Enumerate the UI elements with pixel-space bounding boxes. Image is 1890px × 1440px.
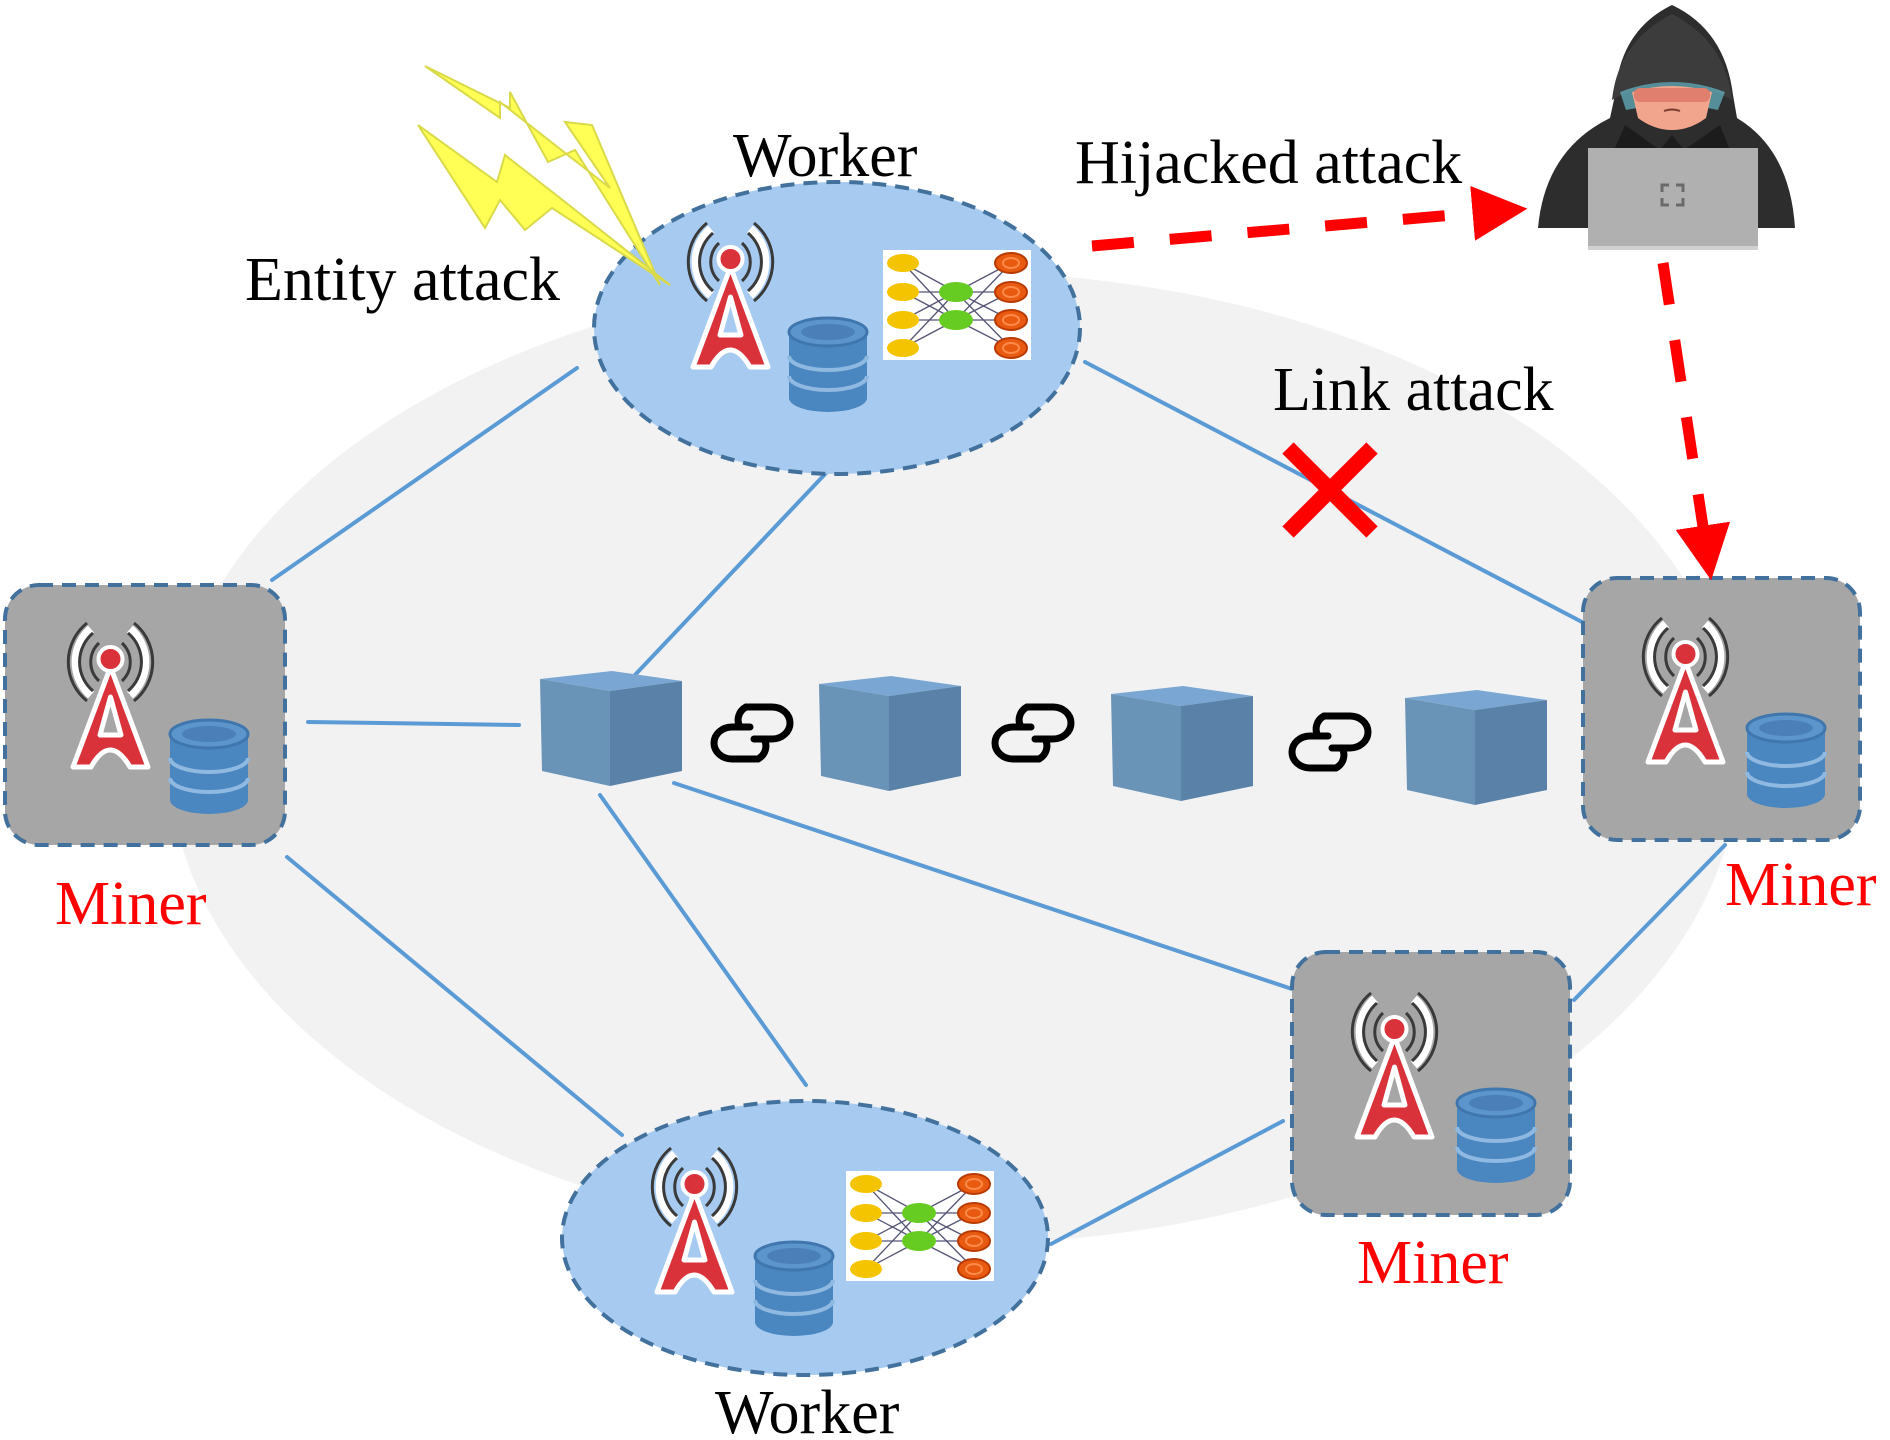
block-3[interactable] [1111, 686, 1253, 801]
entity-attack-label: Entity attack [245, 246, 560, 314]
database-icon [753, 1240, 835, 1338]
miner-right-label: Miner [1725, 851, 1877, 919]
worker-node-bottom[interactable] [560, 1099, 1050, 1377]
link-blockchain-worker-top [632, 451, 847, 678]
cross-mark-icon [1282, 442, 1378, 538]
database-icon [787, 316, 869, 414]
neural-network-icon [882, 249, 1032, 361]
database-icon [1455, 1087, 1537, 1185]
link-miner-left-blockchain [306, 720, 521, 727]
neural-network-icon [845, 1170, 995, 1282]
miner-bottom-label: Miner [1357, 1229, 1509, 1297]
miner-left-label: Miner [55, 870, 207, 938]
miner-node-bottom[interactable] [1290, 950, 1572, 1217]
hacker-icon [1538, 5, 1795, 250]
block-2[interactable] [819, 676, 961, 791]
block-4[interactable] [1405, 690, 1547, 805]
database-icon [1745, 712, 1827, 810]
worker-node-top[interactable] [592, 180, 1082, 476]
hijacked-attack-label: Hijacked attack [1075, 129, 1462, 197]
hacker-to-miner-arrow [1657, 262, 1731, 581]
hijacked-attack-arrow [1091, 185, 1528, 252]
miner-node-right[interactable] [1581, 576, 1862, 842]
lightning-bolt-icon [417, 65, 671, 286]
link-attack-label: Link attack [1273, 356, 1554, 424]
link-miner-right-miner-bottom [1572, 843, 1727, 1002]
worker-top-label: Worker [733, 122, 918, 190]
worker-bottom-label: Worker [715, 1379, 900, 1440]
link-blockchain-miner-bottom [672, 781, 1297, 992]
miner-node-left[interactable] [3, 583, 287, 847]
link-blockchain-worker-bottom [598, 793, 808, 1087]
block-1[interactable] [540, 671, 682, 786]
link-worker-bottom-miner-bottom [1049, 1119, 1285, 1246]
link-miner-left-worker-bottom [285, 855, 624, 1137]
database-icon [168, 718, 250, 816]
link-miner-left-worker-top [270, 366, 579, 582]
